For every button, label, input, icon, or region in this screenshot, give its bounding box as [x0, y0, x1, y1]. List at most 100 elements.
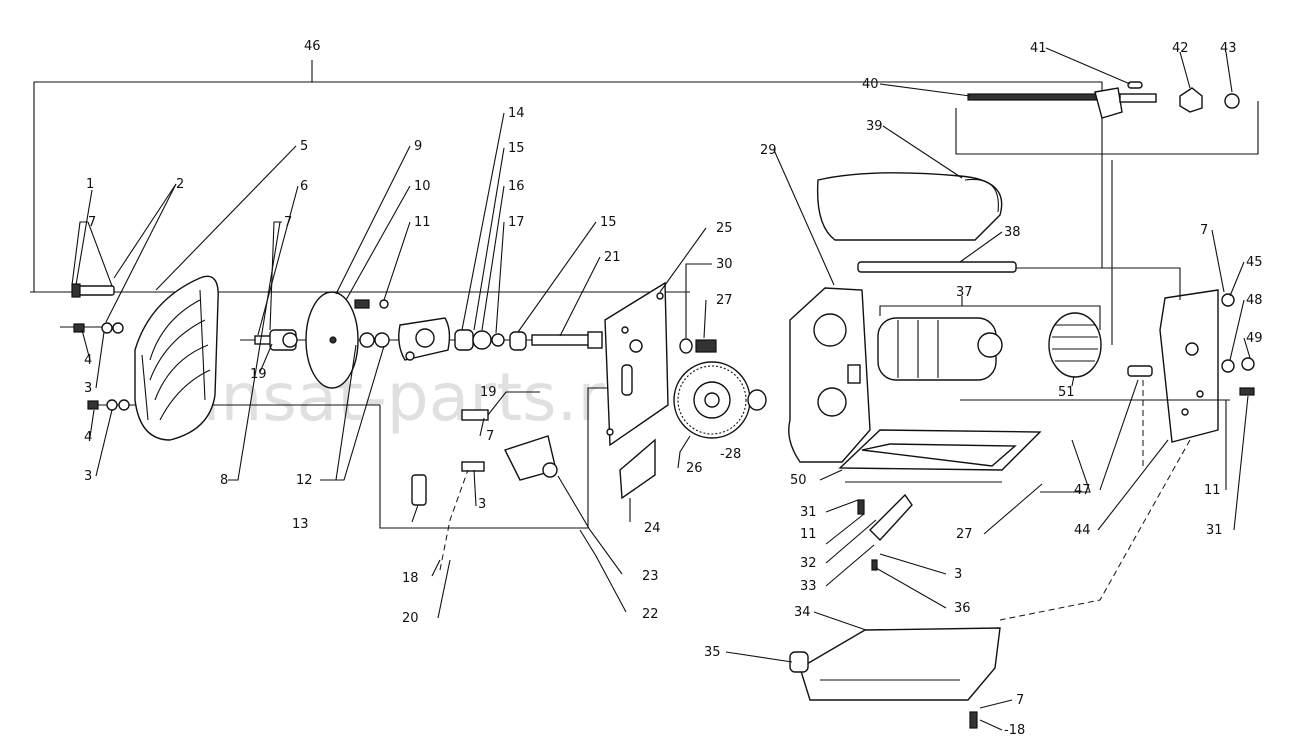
- end-cover-5: [134, 275, 219, 441]
- leader-lines: [71, 47, 1251, 731]
- callout-31: 31: [800, 505, 817, 520]
- callout-5: 5: [300, 139, 308, 154]
- fork-lever-13-23: [411, 409, 558, 506]
- dashed-guides: [439, 380, 1191, 621]
- callout-27: 27: [716, 293, 733, 308]
- callout-45: 45: [1246, 255, 1263, 270]
- washer-3-upper: [73, 322, 124, 334]
- callout-3: 3: [954, 567, 962, 582]
- callout-2: 2: [176, 177, 184, 192]
- callout-14: 14: [508, 106, 525, 121]
- callout-31: 31: [1206, 523, 1223, 538]
- cover-39: [816, 172, 1003, 241]
- callout-7: 7: [1200, 223, 1208, 238]
- callout-3: 3: [478, 497, 486, 512]
- slide-frame-50: [838, 429, 1042, 483]
- callout-4: 4: [84, 353, 92, 368]
- rotor-assembly-37: [877, 317, 1003, 381]
- callout-7: 7: [1016, 693, 1024, 708]
- callout-23: 23: [642, 569, 659, 584]
- washer-3-lower: [87, 399, 130, 411]
- callout-33: 33: [800, 579, 817, 594]
- callout-12: 12: [296, 473, 313, 488]
- callout-43: 43: [1220, 41, 1237, 56]
- callout-47: 47: [1074, 483, 1091, 498]
- callout-6: 6: [300, 179, 308, 194]
- disc-9: [305, 291, 359, 389]
- flange-housing: [398, 317, 451, 361]
- callout-9: 9: [414, 139, 422, 154]
- callout-13: 13: [292, 517, 309, 532]
- callout-25: 25: [716, 221, 733, 236]
- callout-17: 17: [508, 215, 525, 230]
- callout-18: 18: [402, 571, 419, 586]
- callout-26: 26: [686, 461, 703, 476]
- callout-8: 8: [220, 473, 228, 488]
- right-connectors: [960, 160, 1230, 493]
- callout-44: 44: [1074, 523, 1091, 538]
- callout-11: 11: [800, 527, 817, 542]
- orings-12: [354, 299, 390, 348]
- bolt-6: [254, 329, 298, 351]
- callout-22: 22: [642, 607, 659, 622]
- callout-38: 38: [1004, 225, 1021, 240]
- callout-labels: 46 1 2 7 4 3 4 3 5 6 7 19 8 9 10 11 12 1…: [84, 39, 1263, 738]
- screw-18-bottom: [969, 711, 978, 729]
- button-35: [789, 651, 809, 673]
- bracket-24: [619, 438, 656, 500]
- callout-32: 32: [800, 556, 817, 571]
- side-plate-44: [1127, 289, 1219, 443]
- hardware-45-49: [1221, 293, 1255, 396]
- callout-40: 40: [862, 77, 879, 92]
- callout-49: 49: [1246, 331, 1263, 346]
- callout-3: 3: [84, 469, 92, 484]
- callout-11: 11: [1204, 483, 1221, 498]
- main-housing-29: [788, 287, 871, 463]
- coil-51: [1048, 312, 1102, 378]
- callout-15: 15: [508, 141, 525, 156]
- callout-7: 7: [88, 215, 96, 230]
- callout-10: 10: [414, 179, 431, 194]
- callout-11: 11: [414, 215, 431, 230]
- assembly-bracket-46: [33, 60, 1103, 292]
- callout-42: 42: [1172, 41, 1189, 56]
- callout-3: 3: [84, 381, 92, 396]
- base-tray-34: [799, 627, 1001, 701]
- callout-24: 24: [644, 521, 661, 536]
- callout-4: 4: [84, 430, 92, 445]
- gear-wheel-28: [673, 361, 751, 439]
- callout-15: 15: [600, 215, 617, 230]
- callout-1: 1: [86, 177, 94, 192]
- callout-16: 16: [508, 179, 525, 194]
- callout-27: 27: [956, 527, 973, 542]
- bearing-set-14-17: [454, 329, 527, 351]
- callout-34: 34: [794, 605, 811, 620]
- callout-36: 36: [954, 601, 971, 616]
- link-arm-32-33: [857, 493, 913, 571]
- callout-39: 39: [866, 119, 883, 134]
- callout-51: 51: [1058, 385, 1075, 400]
- washer-bushing: [747, 389, 767, 411]
- callout-7: 7: [486, 429, 494, 444]
- callout-28: -28: [720, 447, 741, 462]
- callout-35: 35: [704, 645, 721, 660]
- callout-29: 29: [760, 143, 777, 158]
- callout-41: 41: [1030, 41, 1047, 56]
- callout-30: 30: [716, 257, 733, 272]
- plate-25: [604, 281, 669, 447]
- callout-7: 7: [284, 215, 292, 230]
- watermark: ansat-parts.ru: [180, 359, 646, 436]
- callout-19: 19: [250, 367, 267, 382]
- shaft-21: [531, 331, 603, 349]
- callout-20: 20: [402, 611, 419, 626]
- rod-38: [857, 261, 1017, 273]
- screw-1: [71, 283, 115, 298]
- spring-27: [679, 338, 717, 354]
- callout-37: 37: [956, 285, 973, 300]
- callout-18: -18: [1004, 723, 1025, 738]
- callout-46: 46: [304, 39, 321, 54]
- spindle-40-43: [955, 81, 1259, 155]
- callout-19: 19: [480, 385, 497, 400]
- callout-21: 21: [604, 250, 621, 265]
